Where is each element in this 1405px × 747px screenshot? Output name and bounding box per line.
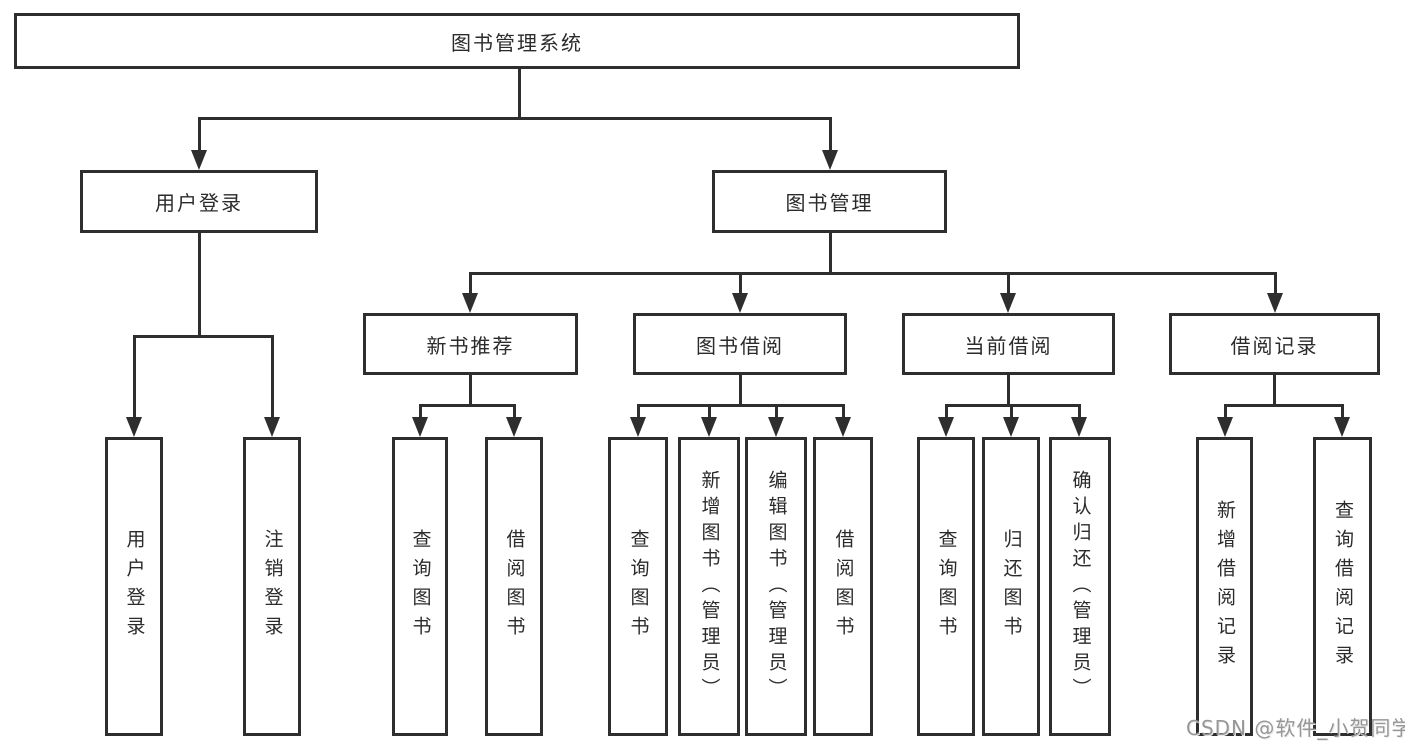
connector-line: [133, 335, 274, 338]
arrowhead-down-icon: [630, 417, 646, 437]
leaf-logout-label: 注销登录: [261, 528, 284, 645]
connector-line: [419, 404, 422, 418]
node-book-borrow: 图书借阅: [633, 313, 847, 375]
connector-line: [198, 117, 832, 120]
node-borrow-records-label: 借阅记录: [1230, 333, 1319, 358]
connector-line: [775, 404, 778, 418]
node-user-login-label: 用户登录: [155, 191, 243, 215]
arrowhead-down-icon: [835, 417, 851, 437]
connector-line: [1010, 404, 1013, 418]
arrowhead-down-icon: [126, 417, 142, 437]
connector-line: [271, 335, 274, 418]
leaf-edit-book-admin: 编辑图书（管理员）: [745, 437, 807, 736]
connector-line: [469, 272, 1277, 275]
node-book-borrow-label: 图书借阅: [696, 333, 784, 358]
leaf-query-books-recommend-label: 查询图书: [409, 528, 432, 645]
leaf-confirm-return-admin: 确认归还（管理员）: [1049, 437, 1111, 736]
connector-line: [1007, 272, 1010, 295]
node-book-management: 图书管理: [712, 170, 947, 233]
leaf-borrow-books-recommend-label: 借阅图书: [503, 528, 526, 645]
arrowhead-down-icon: [412, 417, 428, 437]
connector-line: [829, 118, 832, 152]
leaf-user-login-label: 用户登录: [123, 528, 146, 645]
node-new-book-recommend: 新书推荐: [363, 313, 578, 375]
csdn-watermark: CSDN @软件_小贺同学: [1186, 716, 1405, 740]
connector-line: [1224, 404, 1227, 418]
node-root: 图书管理系统: [14, 13, 1020, 69]
arrowhead-down-icon: [732, 293, 748, 313]
leaf-query-books-borrow-label: 查询图书: [627, 528, 650, 645]
leaf-add-book-admin-label: 新增图书（管理员）: [698, 469, 721, 704]
connector-line: [637, 404, 845, 407]
arrowhead-down-icon: [701, 417, 717, 437]
connector-line: [1274, 272, 1277, 295]
connector-line: [1078, 404, 1081, 418]
arrowhead-down-icon: [462, 293, 478, 313]
connector-line: [945, 404, 1081, 407]
leaf-query-borrow-record-label: 查询借阅记录: [1332, 499, 1354, 674]
leaf-user-login: 用户登录: [105, 437, 163, 736]
node-new-book-recommend-label: 新书推荐: [426, 333, 515, 358]
connector-line: [1224, 404, 1344, 407]
connector-line: [518, 68, 521, 118]
leaf-logout: 注销登录: [243, 437, 301, 736]
connector-line: [1341, 404, 1344, 418]
arrowhead-down-icon: [1334, 417, 1350, 437]
node-book-management-label: 图书管理: [785, 191, 874, 215]
arrowhead-down-icon: [768, 417, 784, 437]
arrowhead-down-icon: [1071, 417, 1087, 437]
leaf-borrow-books: 借阅图书: [813, 437, 873, 736]
arrowhead-down-icon: [1000, 293, 1016, 313]
arrowhead-down-icon: [1003, 417, 1019, 437]
leaf-confirm-return-admin-label: 确认归还（管理员）: [1069, 469, 1092, 704]
connector-line: [198, 118, 201, 152]
arrowhead-down-icon: [1267, 293, 1283, 313]
leaf-add-book-admin: 新增图书（管理员）: [678, 437, 740, 736]
connector-line: [708, 404, 711, 418]
connector-line: [739, 272, 742, 295]
connector-line: [945, 404, 948, 418]
arrowhead-down-icon: [191, 150, 207, 170]
leaf-query-books-current: 查询图书: [917, 437, 975, 736]
connector-line: [842, 404, 845, 418]
leaf-query-borrow-record: 查询借阅记录: [1313, 437, 1372, 736]
arrowhead-down-icon: [1217, 417, 1233, 437]
arrowhead-down-icon: [938, 417, 954, 437]
leaf-query-books-current-label: 查询图书: [935, 528, 958, 645]
connector-line: [513, 404, 516, 418]
connector-line: [739, 375, 742, 407]
connector-line: [637, 404, 640, 418]
leaf-borrow-books-label: 借阅图书: [832, 528, 855, 645]
connector-line: [419, 404, 516, 407]
node-root-label: 图书管理系统: [451, 30, 583, 55]
node-current-borrow-label: 当前借阅: [964, 333, 1053, 358]
connector-line: [133, 335, 136, 418]
connector-line: [198, 233, 201, 337]
leaf-return-book-label: 归还图书: [1000, 528, 1023, 645]
connector-line: [1007, 375, 1010, 407]
arrowhead-down-icon: [264, 417, 280, 437]
node-current-borrow: 当前借阅: [902, 313, 1115, 375]
leaf-add-borrow-record: 新增借阅记录: [1196, 437, 1253, 736]
node-user-login: 用户登录: [80, 170, 318, 233]
leaf-query-books-borrow: 查询图书: [608, 437, 668, 736]
arrowhead-down-icon: [822, 150, 838, 170]
leaf-edit-book-admin-label: 编辑图书（管理员）: [765, 469, 788, 704]
connector-line: [829, 233, 832, 275]
connector-line: [1273, 375, 1276, 407]
connector-line: [469, 375, 472, 407]
node-borrow-records: 借阅记录: [1169, 313, 1380, 375]
leaf-add-borrow-record-label: 新增借阅记录: [1214, 499, 1236, 674]
connector-line: [469, 272, 472, 295]
arrowhead-down-icon: [506, 417, 522, 437]
leaf-borrow-books-recommend: 借阅图书: [485, 437, 543, 736]
leaf-query-books-recommend: 查询图书: [392, 437, 448, 736]
leaf-return-book: 归还图书: [982, 437, 1040, 736]
